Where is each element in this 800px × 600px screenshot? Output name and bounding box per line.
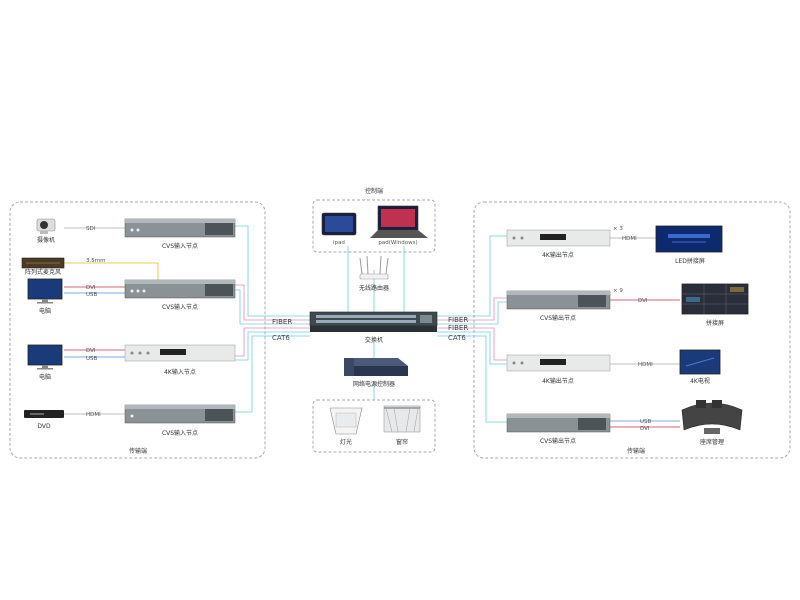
microphone-array-icon xyxy=(21,257,65,269)
input-node-label: CVS输入节点 xyxy=(162,303,198,311)
switch-label: 交换机 xyxy=(365,336,383,344)
link-label-fiber-left: FIBER xyxy=(272,318,292,326)
light-label: 灯光 xyxy=(340,438,352,446)
link-label-dvi: DVI xyxy=(640,426,650,432)
output-node-2: CVS输出节点 × 9 xyxy=(506,288,623,322)
output-node-3: 4K输出节点 xyxy=(506,354,611,385)
link-label-sdi: SDI xyxy=(86,226,96,232)
tablet-icon xyxy=(321,212,357,236)
curtain-label: 窗帘 xyxy=(396,438,408,446)
output-count: × 9 xyxy=(613,288,623,294)
link-label-dvi: DVI xyxy=(86,348,96,354)
link-label-hdmi: HDMI xyxy=(622,236,637,242)
video-wall-icon xyxy=(681,283,749,315)
operator-desk-icon xyxy=(681,400,743,434)
display-label: 拼接屏 xyxy=(706,319,724,327)
output-node-label: CVS输出节点 xyxy=(540,314,576,322)
source-label: DVD xyxy=(37,423,51,430)
link-label-cat6-left: CAT6 xyxy=(272,334,290,342)
display-links xyxy=(610,237,680,428)
input-node-4: CVS输入节点 xyxy=(124,404,236,437)
laptop-icon xyxy=(370,205,428,238)
power-controller-label: 网络电源控制器 xyxy=(353,380,395,388)
source-camera: 摄像机 xyxy=(36,218,56,244)
display-operator-desk: 座席管理 xyxy=(681,400,743,446)
source-computer-1: 电脑 xyxy=(27,278,63,315)
display-label: LED拼接屏 xyxy=(675,257,705,265)
source-computer-2: 电脑 xyxy=(27,344,63,381)
network-switch: 交换机 xyxy=(309,311,438,344)
dvd-player-icon xyxy=(24,410,64,418)
control-region-label: 控制端 xyxy=(365,187,383,195)
switch-icon xyxy=(309,311,438,332)
source-label: 摄像机 xyxy=(37,236,55,244)
link-label-usb: USB xyxy=(640,419,652,425)
link-label-dvi: DVI xyxy=(86,285,96,291)
computer-monitor-icon xyxy=(27,278,63,304)
display-video-wall: 拼接屏 xyxy=(681,283,749,327)
link-label-hdmi: HDMI xyxy=(638,362,653,368)
source-microphone: 阵列式麦克风 xyxy=(21,257,65,276)
source-label: 阵列式麦克风 xyxy=(25,268,61,276)
input-node-label: CVS输入节点 xyxy=(162,242,198,250)
source-links xyxy=(64,227,159,415)
link-label-hdmi: HDMI xyxy=(86,412,101,418)
wireless-router: 无线路由器 xyxy=(359,255,389,292)
link-label-dvi: DVI xyxy=(638,298,648,304)
display-4k-tv: 4K电视 xyxy=(679,349,721,385)
input-node-label: 4K输入节点 xyxy=(164,368,196,376)
led-screen-icon xyxy=(655,225,723,253)
control-region-box xyxy=(312,199,436,253)
link-label-cat6-right: CAT6 xyxy=(448,334,466,342)
link-label-usb: USB xyxy=(86,356,98,362)
ipad-device: ipad xyxy=(321,212,357,246)
input-node-2: CVS输入节点 xyxy=(124,279,236,311)
link-label-fiber-right: FIBER xyxy=(448,316,468,324)
output-node-label: CVS输出节点 xyxy=(540,437,576,445)
display-label: 座席管理 xyxy=(700,438,724,446)
input-node-1: CVS输入节点 xyxy=(124,218,236,250)
source-dvd: DVD xyxy=(24,410,64,430)
right-region-box xyxy=(473,201,791,459)
display-label: 4K电视 xyxy=(690,377,710,385)
computer-monitor-icon xyxy=(27,344,63,370)
windows-pad-label: pad(Windows) xyxy=(378,240,417,246)
display-led-wall: LED拼接屏 xyxy=(655,225,723,265)
output-node-label: 4K输出节点 xyxy=(542,251,574,259)
link-label-usb: USB xyxy=(86,292,98,298)
ipad-label: ipad xyxy=(333,240,345,246)
curtain-device: 窗帘 xyxy=(383,405,421,446)
network-links xyxy=(235,225,507,423)
power-controller: 网络电源控制器 xyxy=(344,358,408,388)
router-label: 无线路由器 xyxy=(359,284,389,292)
output-node-label: 4K输出节点 xyxy=(542,377,574,385)
output-node-1: 4K输出节点 × 3 xyxy=(506,226,623,259)
ceiling-light-icon xyxy=(329,407,363,435)
input-node-label: CVS输入节点 xyxy=(162,429,198,437)
output-node-4: CVS输出节点 xyxy=(506,413,611,445)
router-icon xyxy=(359,255,389,280)
output-count: × 3 xyxy=(613,226,623,232)
curtain-icon xyxy=(383,405,421,433)
source-label: 电脑 xyxy=(39,373,51,381)
link-label-fiber-right-2: FIBER xyxy=(448,324,468,332)
camera-icon xyxy=(36,218,56,234)
power-controller-icon xyxy=(344,358,408,376)
windows-pad-device: pad(Windows) xyxy=(370,205,428,246)
source-label: 电脑 xyxy=(39,307,51,315)
left-region-label: 传输端 xyxy=(129,447,147,455)
right-region-label: 传输端 xyxy=(627,447,645,455)
link-label-35mm: 3.5mm xyxy=(86,258,105,264)
tv-icon xyxy=(679,349,721,375)
input-node-3: 4K输入节点 xyxy=(124,344,236,376)
light-device: 灯光 xyxy=(329,407,363,446)
left-region-box xyxy=(9,201,266,459)
